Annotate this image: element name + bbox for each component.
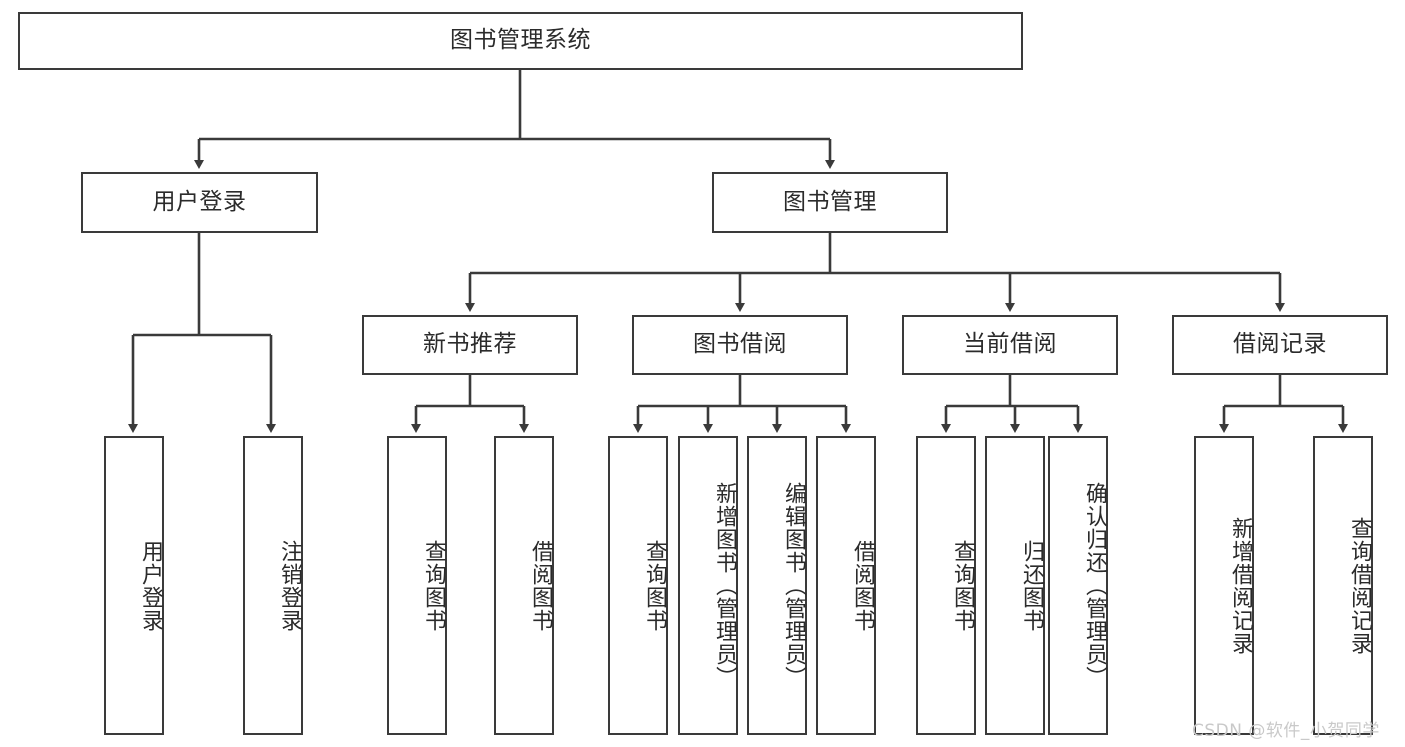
csdn-watermark: CSDN @软件_小贺同学 xyxy=(1192,721,1380,741)
node-current-borrow[interactable]: 当前借阅 xyxy=(902,315,1118,375)
leaf-user-login-logout[interactable]: 注销登录 xyxy=(243,436,303,735)
node-label: 注销登录 xyxy=(277,539,302,632)
node-label: 借阅图书 xyxy=(850,539,875,632)
leaf-borrow-edit-book-admin[interactable]: 编辑图书（管理员） xyxy=(747,436,807,735)
leaf-record-query-record[interactable]: 查询借阅记录 xyxy=(1313,436,1373,735)
leaf-borrow-borrow-book[interactable]: 借阅图书 xyxy=(816,436,876,735)
leaf-borrow-query-book[interactable]: 查询图书 xyxy=(608,436,668,735)
node-label: 图书管理 xyxy=(783,188,877,215)
node-label: 新增图书（管理员） xyxy=(712,482,737,689)
node-user-login[interactable]: 用户登录 xyxy=(81,172,318,233)
node-new-book-recommend[interactable]: 新书推荐 xyxy=(362,315,578,375)
node-label: 当前借阅 xyxy=(963,331,1057,358)
leaf-borrow-add-book-admin[interactable]: 新增图书（管理员） xyxy=(678,436,738,735)
leaf-current-query-book[interactable]: 查询图书 xyxy=(916,436,976,735)
node-label: 查询图书 xyxy=(950,539,975,632)
leaf-current-confirm-return-admin[interactable]: 确认归还（管理员） xyxy=(1048,436,1108,735)
node-label: 图书借阅 xyxy=(693,331,787,358)
leaf-record-add-record[interactable]: 新增借阅记录 xyxy=(1194,436,1254,735)
node-label: 编辑图书（管理员） xyxy=(781,482,806,689)
node-label: 用户登录 xyxy=(152,188,247,215)
node-label: 新增借阅记录 xyxy=(1228,516,1253,655)
leaf-user-login-login[interactable]: 用户登录 xyxy=(104,436,164,735)
node-label: 图书管理系统 xyxy=(450,27,591,54)
node-label: 确认归还（管理员） xyxy=(1082,482,1107,689)
leaf-recommend-borrow-book[interactable]: 借阅图书 xyxy=(494,436,554,735)
node-book-borrow[interactable]: 图书借阅 xyxy=(632,315,848,375)
node-root-system[interactable]: 图书管理系统 xyxy=(18,12,1023,70)
node-book-management[interactable]: 图书管理 xyxy=(712,172,948,233)
node-label: 用户登录 xyxy=(138,539,163,632)
node-label: 借阅图书 xyxy=(528,539,553,632)
node-label: 查询图书 xyxy=(642,539,667,632)
node-label: 新书推荐 xyxy=(423,331,517,358)
node-label: 归还图书 xyxy=(1019,539,1044,632)
leaf-current-return-book[interactable]: 归还图书 xyxy=(985,436,1045,735)
node-label: 借阅记录 xyxy=(1233,331,1327,358)
node-borrow-record[interactable]: 借阅记录 xyxy=(1172,315,1388,375)
node-label: 查询借阅记录 xyxy=(1347,516,1372,655)
leaf-recommend-query-book[interactable]: 查询图书 xyxy=(387,436,447,735)
node-label: 查询图书 xyxy=(421,539,446,632)
